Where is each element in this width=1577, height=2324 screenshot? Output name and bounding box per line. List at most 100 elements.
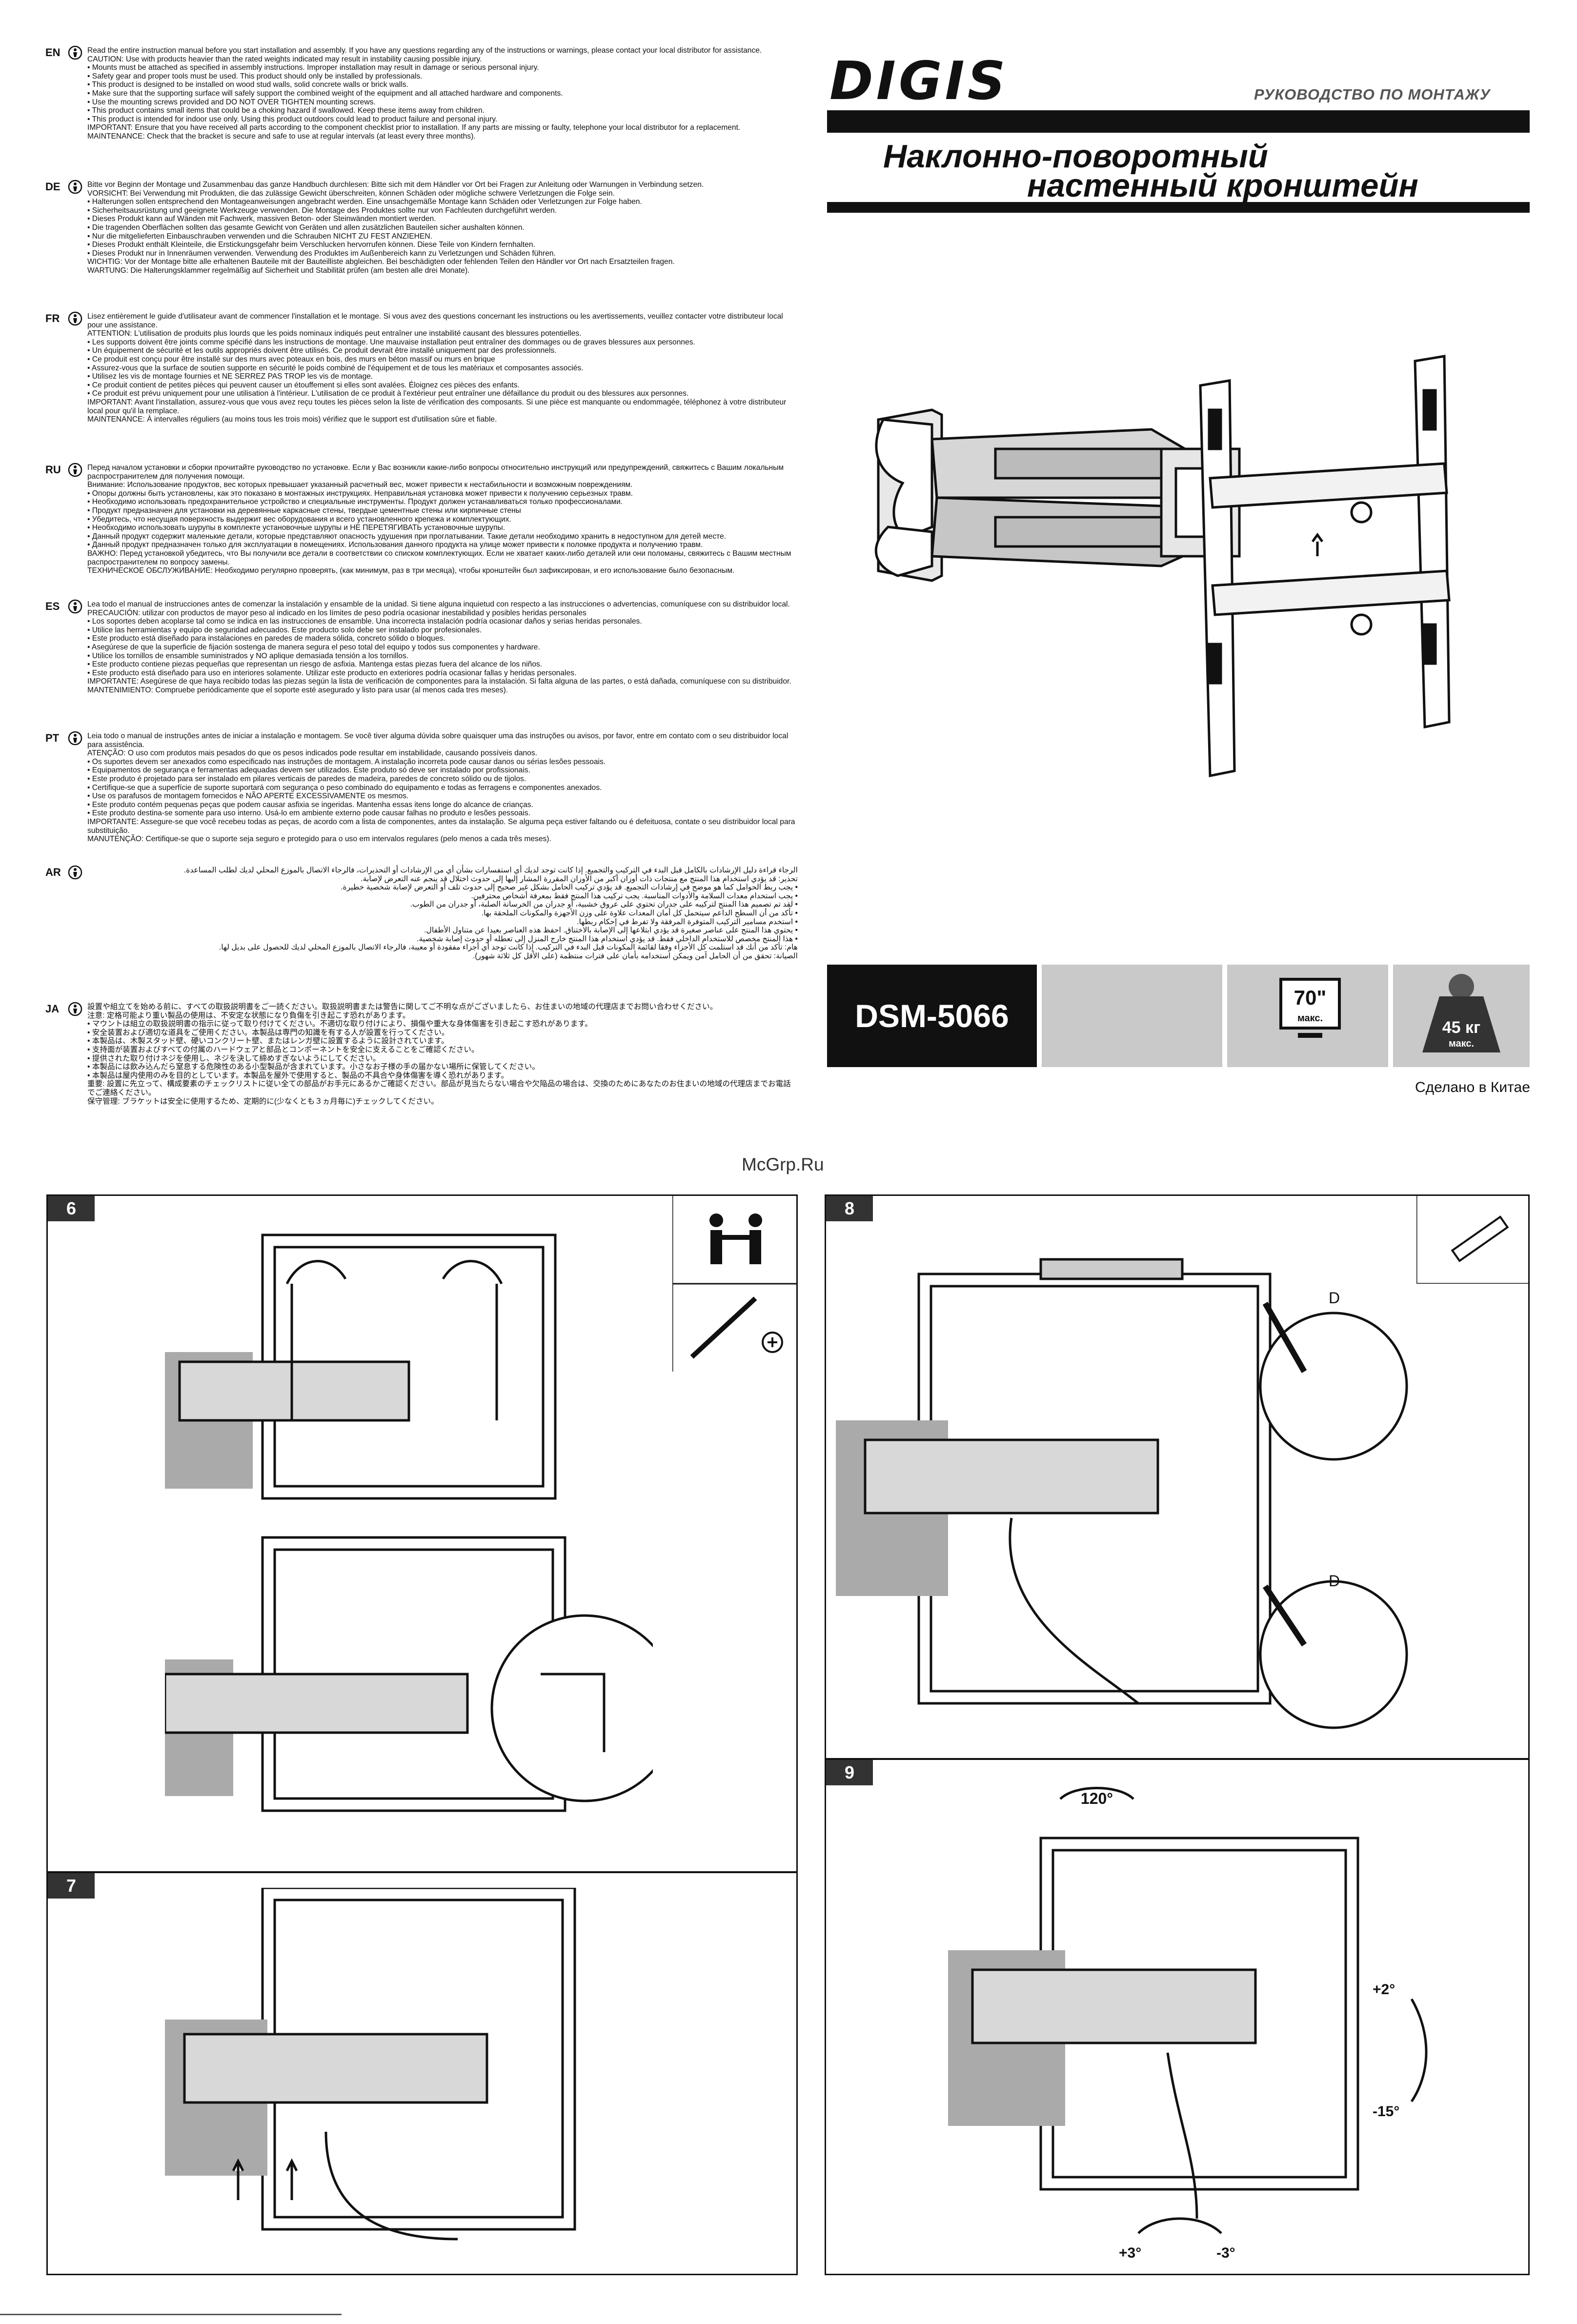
- instruction-paragraph: • Необходимо использовать шурупы в компл…: [87, 524, 505, 532]
- instruction-paragraph: • Este producto está diseñado para insta…: [87, 634, 445, 643]
- instruction-paragraph: • Продукт предназначен для установки на …: [87, 506, 521, 515]
- step-6-panel: 6: [46, 1194, 798, 1873]
- step-7-illustration: [165, 1888, 576, 2241]
- instruction-paragraph: • This product contains small items that…: [87, 106, 485, 115]
- instruction-paragraph: IMPORTANTE: Assegure-se que você recebeu…: [87, 817, 795, 835]
- step-9-illustration: 120° +2° -15° +3° -3°: [948, 1787, 1428, 2261]
- lang-text: 設置や組立てを始める前に、すべての取扱説明書をご一読ください。取扱説明書または警…: [87, 1003, 798, 1106]
- step-8-illustration: D D: [836, 1258, 1408, 1729]
- lang-code: FR: [45, 312, 60, 324]
- step-6-illustration: [165, 1233, 653, 1812]
- instruction-paragraph: • Este produto é projetado para ser inst…: [87, 774, 526, 783]
- lang-code: EN: [45, 46, 61, 59]
- title-band: Наклонно-поворотный настенный кронштейн: [827, 110, 1530, 213]
- instruction-paragraph: • Dieses Produkt kann auf Wänden mit Fac…: [87, 215, 436, 223]
- instruction-paragraph: • 支持面が装置およびすべての付属のハードウェアと部品とコンポーネントを安全に支…: [87, 1045, 479, 1054]
- step-number: 6: [48, 1196, 95, 1221]
- instruction-paragraph: • Asegúrese de que la superficie de fija…: [87, 643, 540, 651]
- spirit-level-icon: [1451, 1215, 1509, 1262]
- instruction-paragraph: • This product is designed to be install…: [87, 81, 408, 89]
- two-people-icon: [709, 1213, 762, 1264]
- lang-text: الرجاء قراءة دليل الإرشادات بالكامل قبل …: [87, 866, 798, 961]
- tilt-down-label: -15°: [1373, 2103, 1399, 2120]
- spec-spacer: [1042, 965, 1222, 1067]
- label-d-top: D: [1329, 1289, 1340, 1307]
- instruction-paragraph: • لقد تم تصميم هذا المنتج لتركيبه على جد…: [410, 900, 798, 909]
- title-line-1: Наклонно-поворотный: [883, 138, 1268, 175]
- weight-value: 45 кг: [1442, 1018, 1480, 1037]
- instruction-paragraph: • Os suportes devem ser anexados como es…: [87, 757, 606, 766]
- instruction-paragraph: • 本製品は、木製スタッド壁、硬いコンクリート壁、またはレンガ壁に設置するように…: [87, 1037, 449, 1046]
- instruction-paragraph: • Ce produit contient de petites pièces …: [87, 381, 520, 389]
- instruction-paragraph: MANTENIMIENTO: Compruebe periódicamente …: [87, 686, 508, 694]
- subtitle: РУКОВОДСТВО ПО МОНТАЖУ: [1254, 86, 1491, 103]
- title-line-2: настенный кронштейн: [1027, 167, 1418, 204]
- instruction-paragraph: ВАЖНО: Перед установкой убедитесь, что В…: [87, 549, 791, 566]
- instruction-paragraph: • Este produto destina-se somente para u…: [87, 809, 530, 818]
- instruction-paragraph: • Este producto contiene piezas pequeñas…: [87, 660, 543, 669]
- spec-screen-size: 70" макс.: [1227, 965, 1388, 1067]
- instruction-paragraph: IMPORTANT: Ensure that you have received…: [87, 123, 741, 132]
- step-7-panel: 7: [46, 1872, 798, 2275]
- instruction-paragraph: • Utilice las herramientas y equipo de s…: [87, 626, 482, 634]
- instruction-paragraph: • Make sure that the supporting surface …: [87, 89, 563, 98]
- instruction-paragraph: • Use the mounting screws provided and D…: [87, 98, 376, 106]
- instruction-paragraph: • Данный продукт предназначен только для…: [87, 541, 703, 549]
- instruction-paragraph: • This product is intended for indoor us…: [87, 115, 498, 123]
- instruction-paragraph: • Необходимо использовать предохранитель…: [87, 498, 623, 506]
- lang-code: DE: [45, 181, 61, 193]
- instruction-paragraph: 重要: 設置に先立って、構成要素のチェックリストに従い全ての部品がお手元にあるか…: [87, 1080, 791, 1097]
- instruction-paragraph: ATENÇÃO: O uso com produtos mais pesados…: [87, 749, 537, 758]
- warning-person-icon: [68, 599, 82, 614]
- instruction-paragraph: هام: تأكد من أنك قد استلمت كل الأجزاء وف…: [219, 943, 798, 952]
- warning-person-icon: [68, 1002, 82, 1016]
- tools-icons: [672, 1196, 798, 1372]
- instruction-paragraph: • Ce produit est prévu uniquement pour u…: [87, 389, 689, 398]
- instruction-paragraph: • Assurez-vous que la surface de soutien…: [87, 364, 584, 372]
- instruction-paragraph: • يحتوي هذا المنتج على عناصر صغيرة قد يؤ…: [424, 926, 798, 935]
- tilt-up-label: +2°: [1373, 1981, 1395, 1998]
- instruction-paragraph: Перед началом установки и сборки прочита…: [87, 464, 784, 481]
- instruction-paragraph: • Данный продукт содержит маленькие дета…: [87, 532, 726, 541]
- warning-person-icon: [68, 865, 82, 880]
- instruction-paragraph: • Dieses Produkt enthält Kleinteile, die…: [87, 241, 535, 249]
- level-tool-box: [1416, 1196, 1530, 1284]
- rotation-label: 120°: [1081, 1790, 1113, 1807]
- weight-unit: макс.: [1449, 1038, 1474, 1049]
- instruction-paragraph: • Los soportes deben acoplarse tal como …: [87, 617, 642, 626]
- instruction-paragraph: MAINTENANCE: Check that the bracket is s…: [87, 132, 476, 141]
- instruction-paragraph: Lisez entièrement le guide d'utilisateur…: [87, 312, 783, 329]
- lang-code: PT: [45, 732, 60, 744]
- warning-person-icon: [68, 311, 82, 326]
- instruction-paragraph: الصيانة: تحقق من أن الحامل آمن ويمكن است…: [472, 951, 798, 960]
- screen-size-unit: макс.: [1297, 1013, 1323, 1024]
- instruction-paragraph: ТЕХНИЧЕСКОЕ ОБСЛУЖИВАНИЕ: Необходимо рег…: [87, 566, 735, 575]
- instruction-paragraph: • يجب استخدام معدات السلامة والأدوات الم…: [471, 891, 798, 900]
- step-number: 7: [48, 1873, 95, 1899]
- instruction-paragraph: • Este produto contém pequenas peças que…: [87, 800, 533, 809]
- product-illustration: [874, 355, 1451, 778]
- instruction-paragraph: • マウントは組立の取扱説明書の指示に従って取り付けてください。不適切な取り付け…: [87, 1020, 592, 1029]
- instruction-paragraph: الرجاء قراءة دليل الإرشادات بالكامل قبل …: [183, 866, 798, 874]
- lang-text: Read the entire instruction manual befor…: [87, 46, 798, 141]
- instruction-paragraph: • Utilice los tornillos de ensamble sumi…: [87, 651, 409, 660]
- level-left-label: +3°: [1119, 2245, 1141, 2261]
- lang-code: ES: [45, 600, 60, 612]
- tv-icon: 70" макс.: [1279, 978, 1341, 1038]
- instruction-paragraph: • Sicherheitsausrüstung und geeignete We…: [87, 206, 557, 215]
- screwdriver-icon: [690, 1296, 783, 1359]
- instruction-paragraph: • Nur die mitgelieferten Einbauschrauben…: [87, 232, 432, 241]
- screen-size-value: 70": [1294, 986, 1327, 1009]
- warning-person-icon: [68, 731, 82, 746]
- instruction-paragraph: • Certifique-se que a superfície de supo…: [87, 783, 602, 792]
- instruction-paragraph: تحذير: قد يؤدي استخدام هذا المنتج مع منت…: [361, 874, 798, 883]
- instruction-paragraph: • 提供された取り付けネジを使用し、ネジを決して締めすぎないようにしてください。: [87, 1054, 381, 1063]
- instruction-paragraph: CAUTION: Use with products heavier than …: [87, 55, 482, 63]
- warning-person-icon: [68, 180, 82, 194]
- instruction-paragraph: MANUTENÇÃO: Certifique-se que o suporte …: [87, 835, 551, 844]
- warning-person-icon: [68, 463, 82, 477]
- instruction-paragraph: IMPORTANTE: Asegúrese de que haya recibi…: [87, 677, 791, 686]
